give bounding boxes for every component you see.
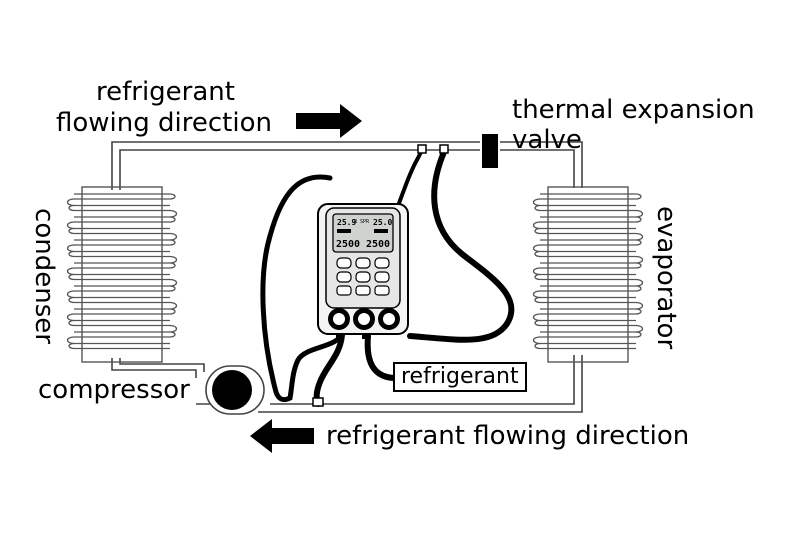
- pipe-loop: [111, 141, 583, 413]
- coil-bend: [635, 285, 642, 292]
- valve-label-line1: thermal expansion: [512, 95, 755, 125]
- coil-bend: [635, 331, 642, 338]
- coil-bend: [169, 278, 178, 287]
- coil-bend: [66, 336, 75, 345]
- coil-bend: [169, 324, 178, 333]
- arrow-right-icon: [296, 104, 362, 138]
- coil-bend: [169, 239, 176, 246]
- coil-bend: [169, 308, 176, 315]
- coil-bend: [68, 273, 75, 281]
- device-valve-knobs: [328, 308, 400, 330]
- coil-bend: [169, 193, 176, 200]
- hose-top-mid: [396, 148, 424, 208]
- coil-bend: [68, 204, 75, 212]
- device-keypad: [336, 257, 390, 296]
- screen-mid-top: R SPR: [354, 219, 370, 225]
- screen-left-top: 25.9: [337, 218, 356, 227]
- coil-bend: [635, 239, 642, 246]
- coil-bend: [68, 227, 75, 235]
- digital-manifold-gauge: 25.9 R SPR 25.0 2500 2500: [317, 203, 409, 339]
- coil-bend: [635, 193, 642, 200]
- evaporator-coil: [532, 186, 644, 363]
- bottom-flow-label: refrigerant flowing direction: [326, 421, 690, 451]
- compressor: [205, 365, 265, 415]
- coil-bend: [532, 267, 541, 276]
- coil-bend: [66, 221, 75, 230]
- coil-bend: [534, 250, 541, 258]
- coil-bend: [635, 232, 644, 241]
- coil-bend: [532, 290, 541, 299]
- thermal-expansion-valve: [482, 134, 498, 168]
- valve-label-line2: valve: [512, 125, 582, 155]
- coil-bend: [68, 250, 75, 258]
- coil-bend: [532, 336, 541, 345]
- hose-right: [407, 149, 515, 343]
- top-flow-label-line2: flowing direction: [56, 108, 272, 138]
- hose-left: [260, 174, 345, 403]
- coil-bend: [635, 262, 642, 269]
- condenser-coil: [66, 186, 178, 363]
- coil-bend: [532, 244, 541, 253]
- coil-bend: [532, 198, 541, 207]
- coil-bend: [534, 296, 541, 304]
- hose-bottom-right: [364, 333, 399, 381]
- coil-bend: [534, 227, 541, 235]
- coil-bend: [169, 331, 176, 338]
- coil-bend: [635, 278, 644, 287]
- coil-bend: [532, 313, 541, 322]
- coil-bend: [635, 255, 644, 264]
- screen-left-bottom: 2500: [336, 239, 360, 250]
- coil-bend: [169, 285, 176, 292]
- device-screen: [332, 213, 394, 253]
- screen-right-top: 25.0: [373, 218, 392, 227]
- coil-bend: [68, 319, 75, 327]
- coil-bend: [169, 209, 178, 218]
- coil-bend: [635, 216, 642, 223]
- coil-bend: [534, 342, 541, 350]
- top-flow-label-line1: refrigerant: [96, 77, 235, 107]
- coil-bend: [68, 296, 75, 304]
- compressor-label: compressor: [38, 375, 190, 405]
- coil-bend: [169, 216, 176, 223]
- coil-bend: [169, 262, 176, 269]
- coil-bend: [66, 290, 75, 299]
- coil-bend: [68, 342, 75, 350]
- coil-bend: [169, 301, 178, 310]
- screen-right-bottom: 2500: [366, 239, 390, 250]
- evaporator-label: evaporator: [651, 206, 681, 350]
- coil-bend: [635, 324, 644, 333]
- coil-bend: [66, 267, 75, 276]
- coil-bend: [534, 204, 541, 212]
- refrigerant-box-label: refrigerant: [393, 362, 527, 392]
- arrow-left-icon: [250, 419, 314, 453]
- coil-bend: [532, 221, 541, 230]
- condenser-label: condenser: [29, 208, 59, 344]
- coil-bend: [169, 232, 178, 241]
- coil-bend: [534, 273, 541, 281]
- coil-bend: [66, 198, 75, 207]
- coil-bend: [169, 255, 178, 264]
- coil-bend: [66, 244, 75, 253]
- coil-bend: [66, 313, 75, 322]
- coil-bend: [635, 301, 644, 310]
- coil-bend: [635, 308, 642, 315]
- gauge-hoses: [260, 144, 515, 407]
- coil-bend: [635, 209, 644, 218]
- coil-bend: [534, 319, 541, 327]
